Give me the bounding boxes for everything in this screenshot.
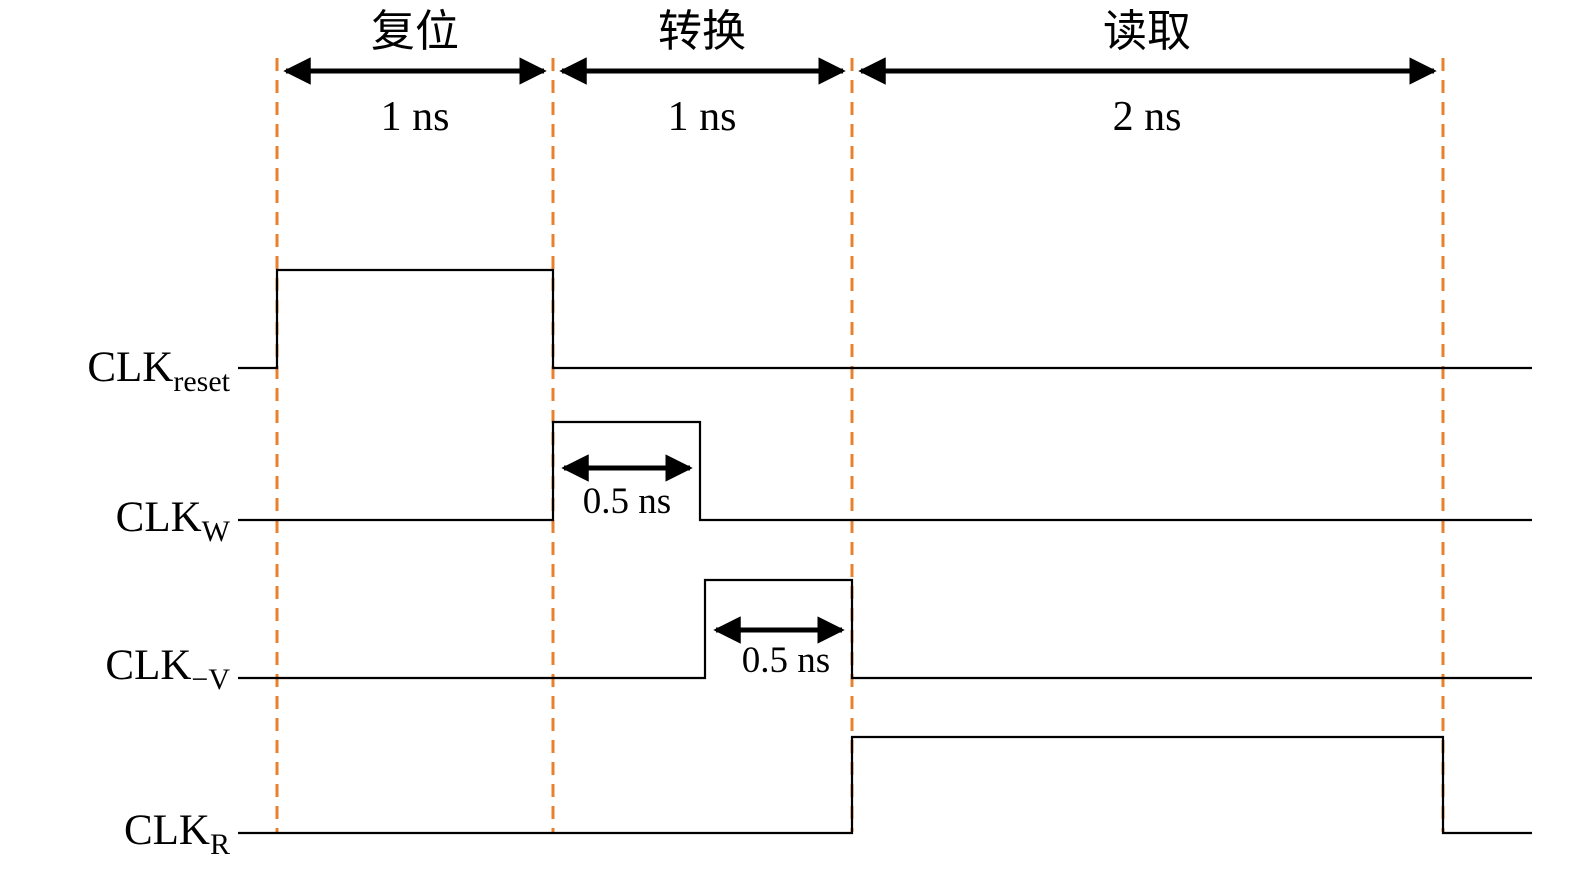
clk-r-waveform — [238, 735, 1532, 835]
clk-v-label-sub: −V — [191, 663, 230, 696]
phase-label-read: 读取 — [1103, 7, 1191, 56]
clk-reset-label-sub: reset — [173, 365, 230, 398]
clk-r-label: CLKR — [124, 807, 230, 861]
clk-w-label: CLKW — [116, 494, 231, 548]
phase-label-reset: 复位 — [371, 7, 459, 56]
phase-label-convert: 转换 — [658, 7, 746, 56]
pulse-width-label-w: 0.5 ns — [583, 481, 671, 522]
phase-duration-convert: 1 ns — [668, 94, 737, 140]
clk-w-waveform — [238, 420, 1532, 522]
clk-reset-label-base: CLK — [87, 344, 173, 391]
clk-w-label-sub: W — [202, 515, 231, 548]
clk-v-label: CLK−V — [105, 642, 230, 696]
phase-duration-reset: 1 ns — [381, 94, 450, 140]
clk-w-label-base: CLK — [116, 494, 202, 541]
phase-duration-read: 2 ns — [1113, 94, 1182, 140]
clk-reset-waveform — [238, 268, 1532, 370]
clk-reset-label: CLKreset — [87, 344, 230, 398]
clk-r-label-sub: R — [210, 828, 230, 861]
clk-r-label-base: CLK — [124, 807, 210, 854]
clk-v-waveform — [238, 578, 1532, 680]
pulse-width-label-v: 0.5 ns — [742, 640, 830, 681]
clk-v-label-base: CLK — [105, 642, 191, 689]
